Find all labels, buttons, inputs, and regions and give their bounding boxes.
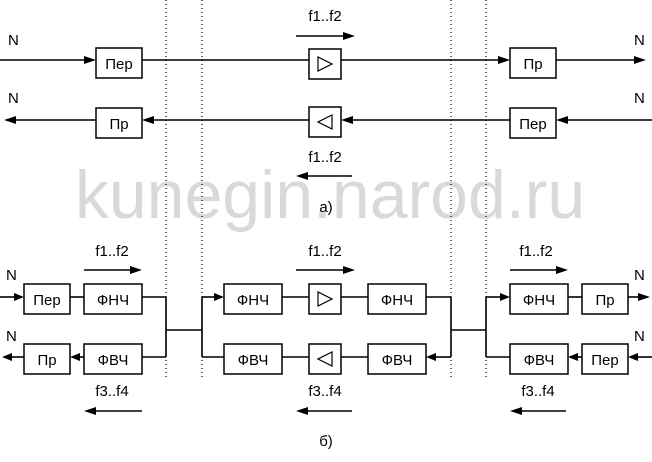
- highpass-filter-label: ФВЧ: [238, 352, 269, 369]
- band-label-reverse: f3..f4: [308, 383, 341, 400]
- band-label-forward: f1..f2: [95, 243, 128, 260]
- arrow-right-icon: [634, 56, 646, 64]
- transmitter-block: [581, 343, 629, 375]
- transmitter-label: Пер: [105, 56, 132, 73]
- arrow-right-icon: [498, 56, 510, 64]
- arrow-left-icon: [426, 353, 436, 361]
- transmitter-block: [95, 47, 143, 79]
- arrow-right-icon: [214, 293, 224, 301]
- signal-label: N: [634, 267, 645, 284]
- highpass-filter-block: [223, 343, 283, 375]
- arrow-right-icon: [556, 266, 568, 274]
- highpass-filter-block: [83, 343, 143, 375]
- arrow-left-icon: [556, 116, 568, 124]
- receiver-label: Пр: [523, 56, 542, 73]
- signal-label: N: [6, 328, 17, 345]
- arrow-left-icon: [84, 407, 96, 415]
- highpass-filter-block: [509, 343, 569, 375]
- arrow-right-icon: [84, 56, 96, 64]
- amplifier-reverse-block: [308, 343, 342, 375]
- lowpass-filter-block: [509, 283, 569, 315]
- watermark: kunegin.narod.ru: [75, 157, 585, 233]
- lowpass-filter-block: [367, 283, 427, 315]
- signal-label: N: [6, 267, 17, 284]
- receiver-label: Пр: [595, 292, 614, 309]
- amplifier-forward-block: [308, 48, 342, 80]
- arrow-left-icon: [296, 172, 308, 180]
- arrow-right-icon: [343, 266, 355, 274]
- arrow-left-icon: [2, 353, 12, 361]
- amplifier-right-icon: [317, 291, 334, 307]
- amplifier-reverse-block: [308, 106, 342, 138]
- lowpass-filter-label: ФНЧ: [381, 292, 413, 309]
- transmitter-label: Пер: [591, 352, 618, 369]
- band-label-reverse: f3..f4: [521, 383, 554, 400]
- arrow-left-icon: [70, 353, 80, 361]
- signal-label: N: [634, 328, 645, 345]
- signal-label: N: [634, 32, 645, 49]
- highpass-filter-block: [367, 343, 427, 375]
- amplifier-forward-block: [308, 283, 342, 315]
- amplifier-left-icon: [316, 351, 333, 367]
- transmitter-block: [509, 107, 557, 139]
- lowpass-filter-label: ФНЧ: [523, 292, 555, 309]
- transmitter-block: [23, 283, 71, 315]
- amplifier-left-icon: [316, 114, 333, 130]
- band-label-forward: f1..f2: [308, 149, 341, 166]
- arrow-right-icon: [14, 293, 24, 301]
- transmitter-label: Пер: [33, 292, 60, 309]
- arrow-left-icon: [568, 353, 578, 361]
- signal-label: N: [8, 32, 19, 49]
- highpass-filter-label: ФВЧ: [524, 352, 555, 369]
- arrow-left-icon: [142, 116, 154, 124]
- arrow-left-icon: [510, 407, 522, 415]
- transmitter-label: Пер: [519, 116, 546, 133]
- lowpass-filter-block: [223, 283, 283, 315]
- band-label-forward: f1..f2: [519, 243, 552, 260]
- lowpass-filter-label: ФНЧ: [97, 292, 129, 309]
- lowpass-filter-block: [83, 283, 143, 315]
- arrow-left-icon: [628, 353, 638, 361]
- arrow-right-icon: [343, 32, 355, 40]
- arrow-right-icon: [130, 266, 142, 274]
- band-label-reverse: f3..f4: [95, 383, 128, 400]
- arrow-right-icon: [500, 293, 510, 301]
- receiver-block: [509, 47, 557, 79]
- arrow-right-icon: [638, 293, 650, 301]
- receiver-block: [23, 343, 71, 375]
- arrow-left-icon: [296, 407, 308, 415]
- band-label-forward: f1..f2: [308, 8, 341, 25]
- arrow-left-icon: [4, 116, 16, 124]
- lowpass-filter-label: ФНЧ: [237, 292, 269, 309]
- amplifier-right-icon: [317, 56, 334, 72]
- signal-label: N: [634, 90, 645, 107]
- arrow-left-icon: [341, 116, 353, 124]
- highpass-filter-label: ФВЧ: [98, 352, 129, 369]
- receiver-label: Пр: [109, 116, 128, 133]
- signal-label: N: [8, 90, 19, 107]
- caption-b: б): [319, 433, 333, 450]
- highpass-filter-label: ФВЧ: [382, 352, 413, 369]
- receiver-label: Пр: [37, 352, 56, 369]
- receiver-block: [581, 283, 629, 315]
- caption-a: а): [319, 199, 332, 216]
- band-label-forward: f1..f2: [308, 243, 341, 260]
- receiver-block: [95, 107, 143, 139]
